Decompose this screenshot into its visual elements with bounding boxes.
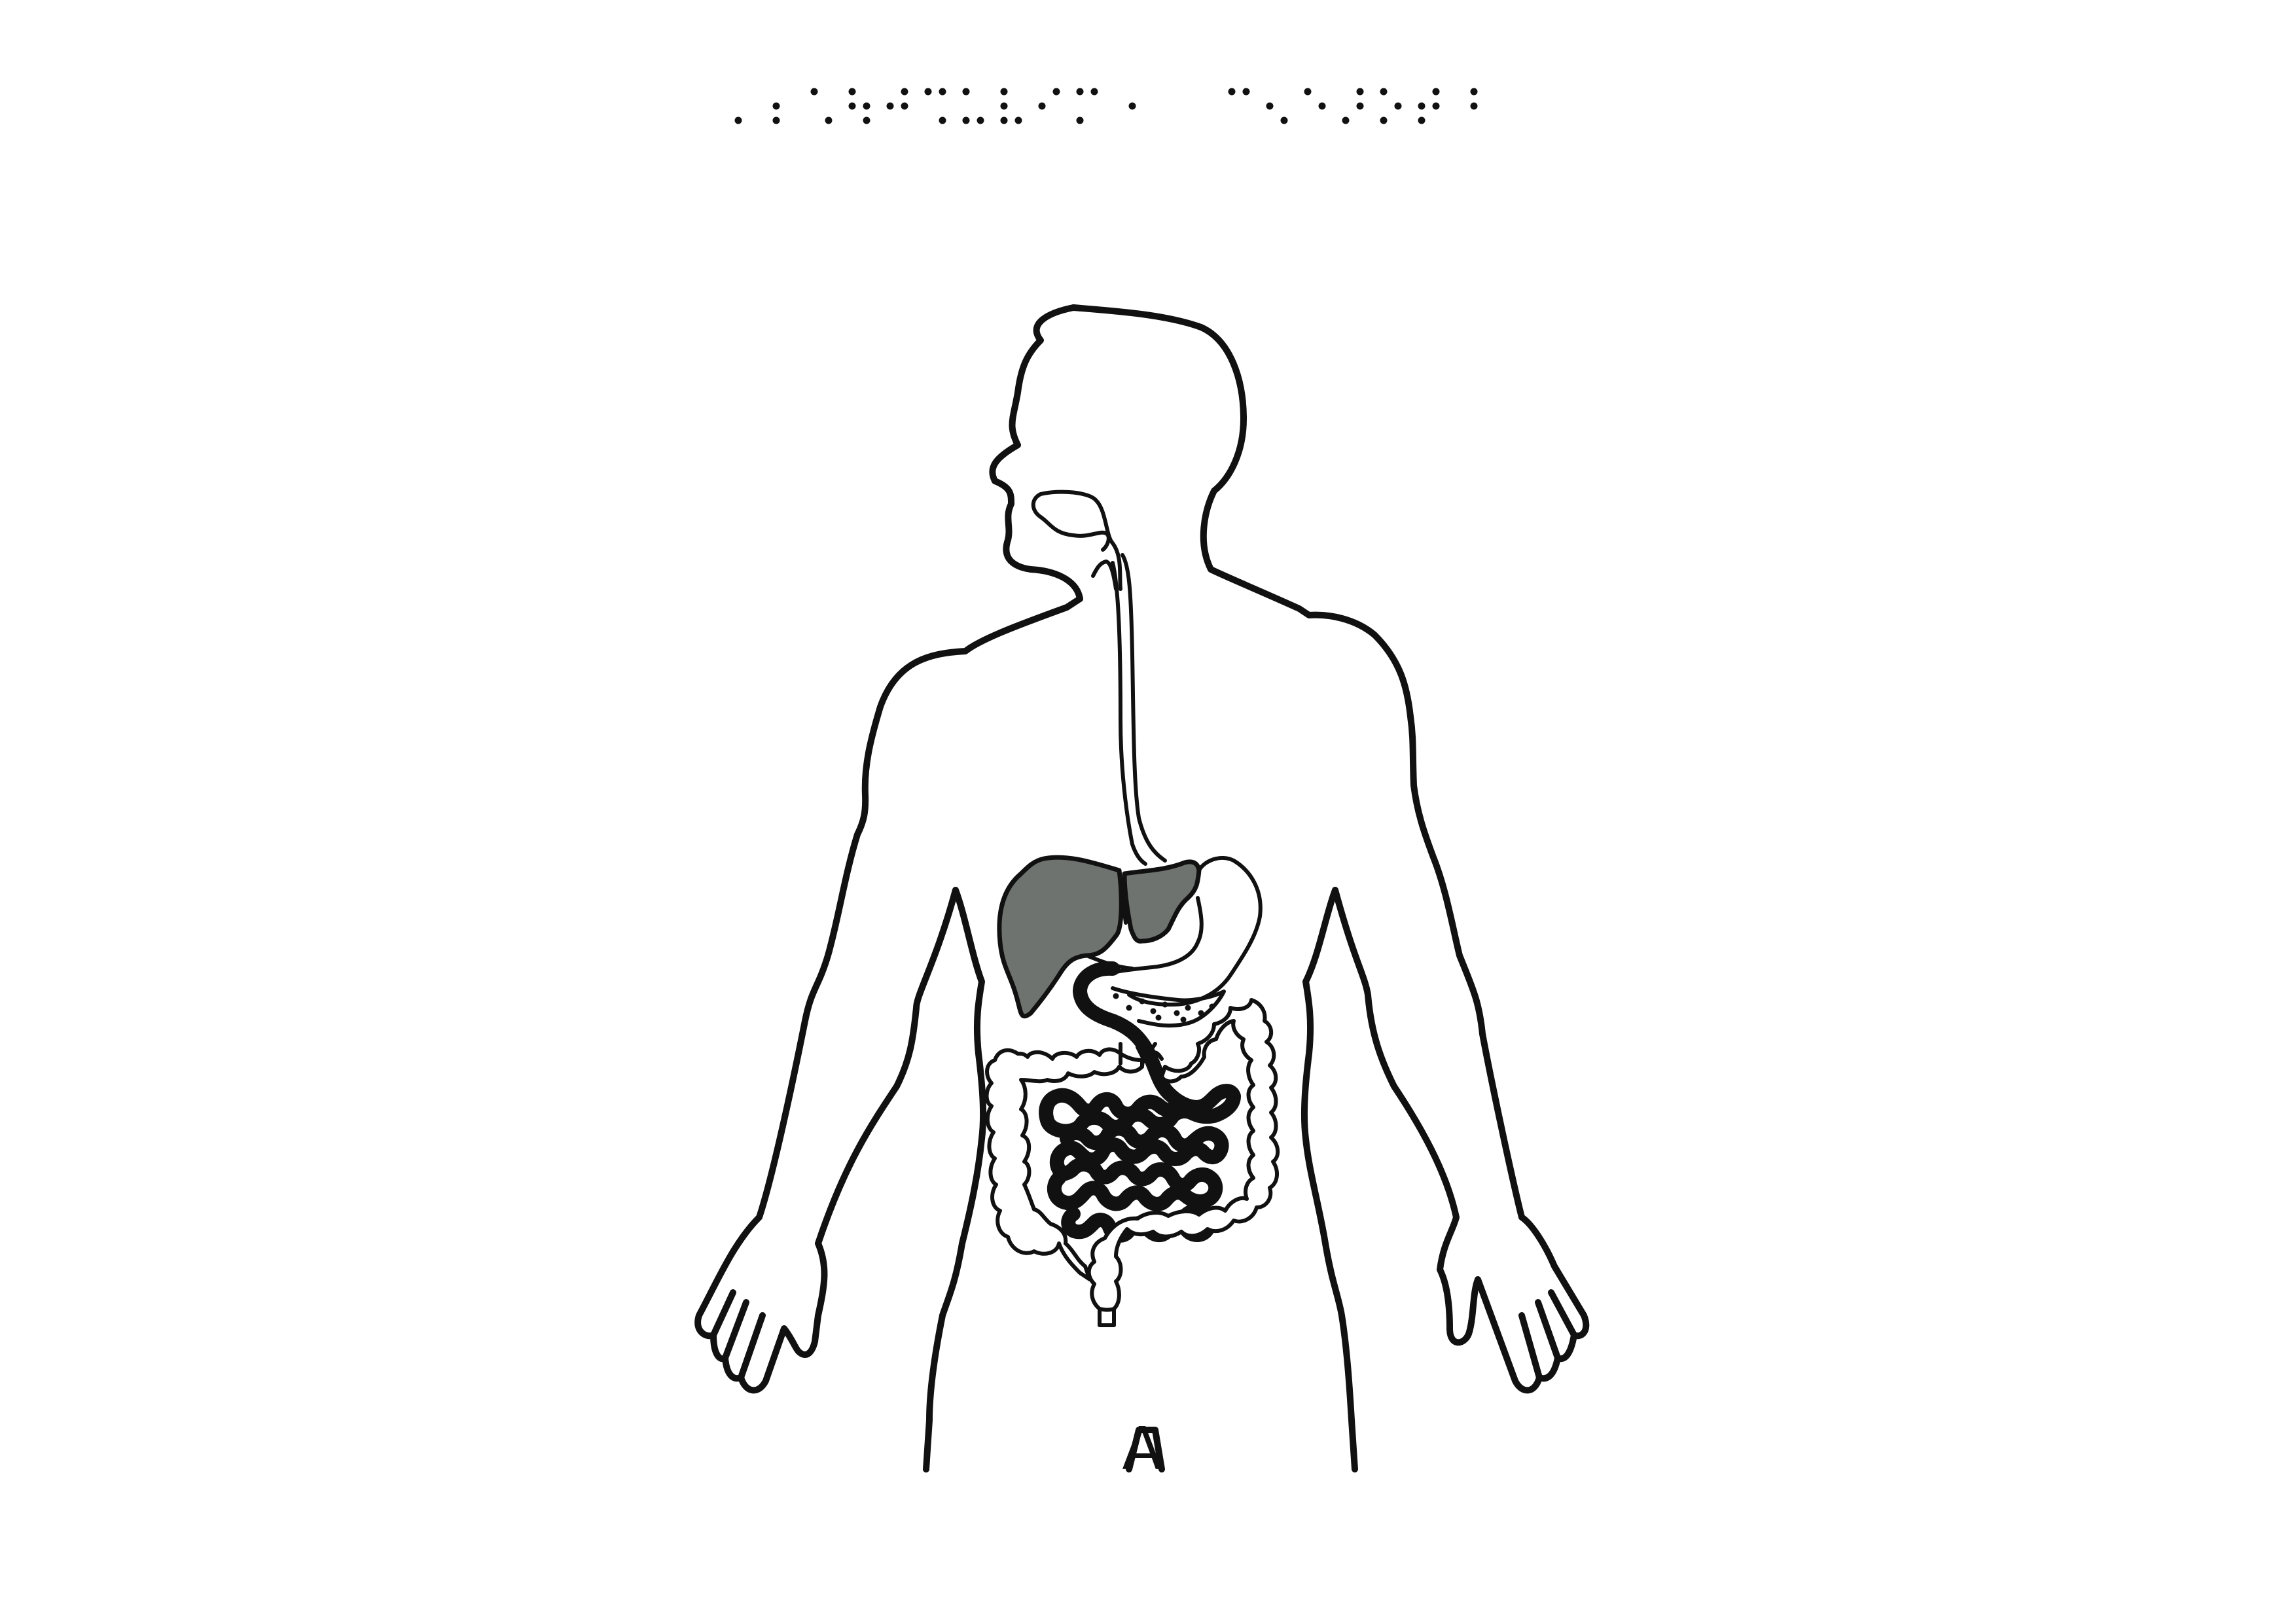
oral-cavity-and-esophagus [1031, 490, 1167, 866]
braille-cell [734, 116, 742, 124]
liver-right-lobe [997, 855, 1124, 1019]
braille-cell [1038, 88, 1060, 110]
braille-cell [772, 102, 780, 124]
braille-cell [1470, 88, 1478, 110]
braille-dot [977, 116, 984, 124]
braille-dot [848, 88, 856, 96]
braille-dot [901, 88, 908, 96]
pancreas-dot [1150, 1008, 1157, 1014]
braille-cell [1128, 102, 1136, 110]
pancreas-dot [1180, 1016, 1187, 1023]
braille-cell [1228, 88, 1250, 96]
pancreas-dot [1198, 1010, 1204, 1016]
body-outline [694, 304, 1590, 1472]
braille-cell [1076, 88, 1098, 124]
braille-dot [810, 88, 818, 96]
braille-dot [924, 88, 932, 96]
braille-dot [1052, 88, 1060, 96]
braille-cell [1266, 102, 1288, 124]
braille-cell [962, 88, 984, 124]
braille-dot [1470, 102, 1478, 110]
braille-cell [1418, 88, 1440, 124]
braille-cell [1000, 88, 1022, 124]
pancreas-dot [1126, 1005, 1132, 1011]
bile-duct [1119, 1042, 1157, 1065]
braille-cell [1342, 88, 1364, 124]
pancreas-dot [1185, 1005, 1191, 1011]
braille-dot [772, 116, 780, 124]
braille-dot [1356, 102, 1364, 110]
braille-dot [1000, 88, 1008, 96]
braille-cell [1380, 88, 1402, 124]
braille-dot [1242, 88, 1250, 96]
pancreas-dot [1113, 993, 1119, 999]
braille-dot [886, 102, 894, 110]
braille-dot [1038, 102, 1046, 110]
braille-dot [772, 102, 780, 110]
braille-dot [863, 116, 870, 124]
braille-dot [1318, 102, 1326, 110]
pancreas-dot [1174, 1010, 1180, 1016]
braille-dot [1304, 88, 1312, 96]
braille-dot [939, 116, 946, 124]
braille-dot [1266, 102, 1274, 110]
braille-dot [1342, 116, 1350, 124]
braille-dot [1470, 88, 1478, 96]
braille-dot [863, 102, 870, 110]
braille-dot [901, 102, 908, 110]
braille-dot [1380, 88, 1388, 96]
braille-cell [810, 88, 833, 124]
braille-dot [962, 116, 970, 124]
braille-dot [1394, 102, 1402, 110]
liver [997, 855, 1202, 1019]
braille-cell [886, 88, 908, 110]
liver-left-lobe [1122, 859, 1202, 944]
braille-dot [1418, 102, 1426, 110]
pancreas-dot [1155, 1014, 1162, 1021]
braille-dot [1380, 116, 1388, 124]
braille-title [734, 88, 1478, 124]
braille-cell [924, 88, 946, 124]
braille-dot [1128, 102, 1136, 110]
pancreas-dot [1162, 1001, 1168, 1008]
braille-dot [1418, 116, 1426, 124]
braille-dot [962, 88, 970, 96]
braille-dot [1014, 116, 1022, 124]
braille-dot [1432, 88, 1440, 96]
pancreas-dots [1113, 993, 1215, 1023]
braille-dot [734, 116, 742, 124]
figure-label: A [1122, 1415, 1162, 1484]
pancreas-dot [1209, 1003, 1215, 1010]
braille-dot [1356, 88, 1364, 96]
braille-dot [825, 116, 833, 124]
braille-cell [1304, 88, 1326, 110]
braille-dot [939, 88, 946, 96]
braille-dot [1432, 102, 1440, 110]
braille-dot [1280, 116, 1288, 124]
braille-dot [1076, 88, 1084, 96]
braille-dot [1090, 88, 1098, 96]
braille-cell [848, 88, 870, 124]
braille-dot [848, 102, 856, 110]
braille-dot [1000, 116, 1008, 124]
braille-dot [1000, 102, 1008, 110]
pancreas [1111, 986, 1226, 1028]
pancreas-dot [1139, 998, 1145, 1005]
braille-dot [1228, 88, 1236, 96]
braille-dot [1076, 116, 1084, 124]
small-intestine [1039, 961, 1241, 1243]
